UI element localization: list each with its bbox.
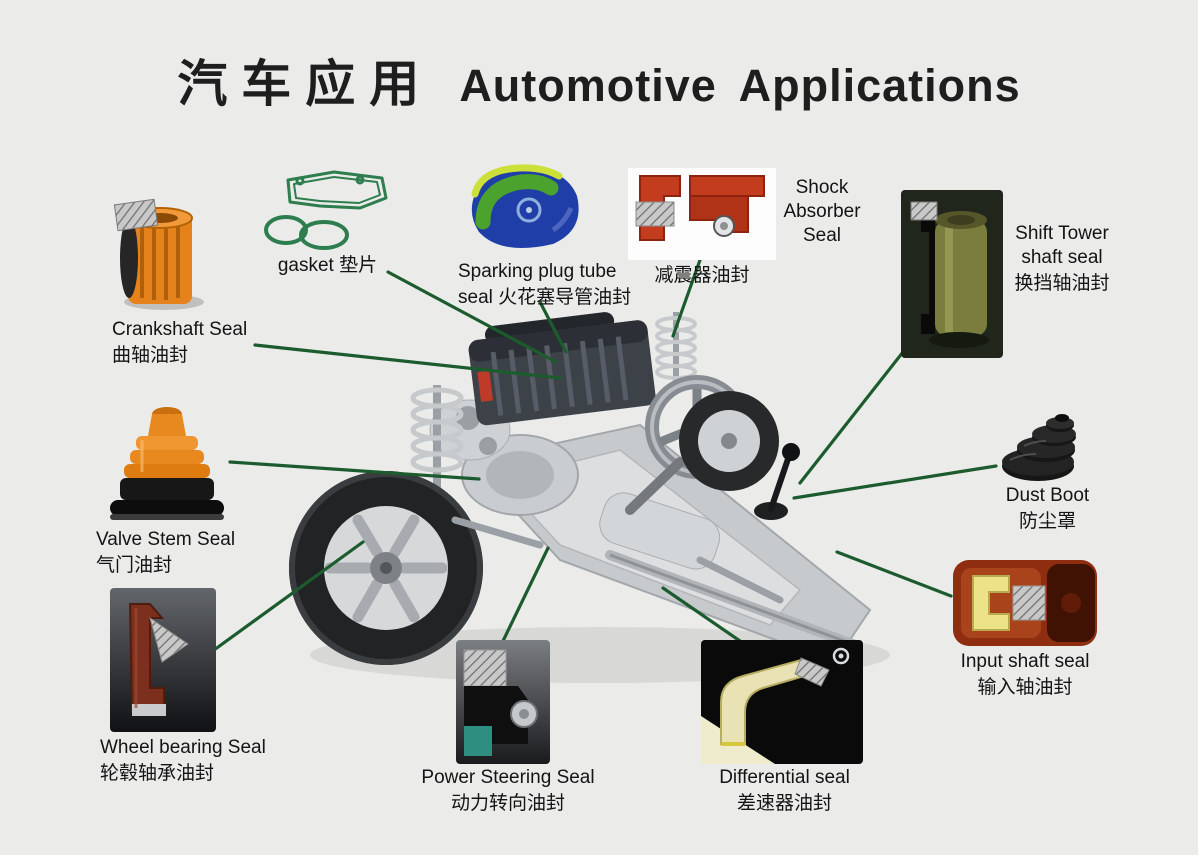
label-crankshaft-seal-zh: 曲轴油封: [112, 345, 189, 366]
label-input-shaft-seal: Input shaft seal 输入轴油封: [945, 650, 1105, 702]
chassis-illustration: [289, 312, 890, 683]
label-dust-boot: Dust Boot 防尘罩: [990, 484, 1105, 536]
label-sparking-plug-tube-seal: Sparking plug tube seal 火花塞导管油封: [458, 260, 658, 312]
connector-lines: [212, 258, 998, 652]
connector-gasket: [386, 270, 558, 364]
label-shock-zh: 减震器油封: [654, 265, 750, 286]
connector-dust-boot: [792, 464, 998, 500]
label-shift-en2: shaft seal: [1021, 247, 1103, 268]
dust-boot-image: [1002, 414, 1076, 481]
label-differential-en: Differential seal: [719, 767, 850, 788]
title-chinese: 汽车应用: [177, 56, 434, 112]
connector-shock-absorber-seal: [671, 258, 702, 338]
label-sparking-line1: Sparking plug tube: [458, 261, 617, 282]
input-shaft-seal-image: [953, 560, 1097, 646]
label-dust-zh: 防尘罩: [1018, 511, 1076, 532]
label-power-zh: 动力转向油封: [450, 793, 565, 814]
label-shock-en2: Absorber: [783, 201, 861, 222]
label-shock-absorber-seal-zh: 减震器油封: [628, 262, 776, 290]
shift-tower-shaft-seal-image: [901, 190, 1003, 358]
connector-valve-stem-seal: [228, 460, 481, 481]
connector-differential-seal: [661, 586, 742, 643]
label-valve-en: Valve Stem Seal: [96, 529, 236, 550]
label-shift-tower-shaft-seal: Shift Tower shaft seal 换挡轴油封: [1002, 222, 1122, 298]
label-shock-absorber-seal-en: Shock Absorber Seal: [772, 176, 872, 248]
label-shock-en1: Shock: [795, 177, 849, 198]
gasket-image: [264, 170, 388, 250]
valve-stem-seal-image: [110, 407, 224, 520]
connector-shift-tower-shaft-seal: [798, 350, 905, 485]
label-wheel-en: Wheel bearing Seal: [100, 737, 266, 758]
label-valve-zh: 气门油封: [96, 555, 173, 576]
label-shock-en3: Seal: [802, 225, 842, 246]
label-wheel-bearing-seal: Wheel bearing Seal 轮毂轴承油封: [100, 736, 290, 788]
gear-shifter: [754, 443, 800, 520]
label-shift-en1: Shift Tower: [1015, 223, 1109, 244]
label-gasket: gasket 垫片: [255, 254, 400, 278]
sparking-plug-tube-seal-image: [471, 164, 579, 248]
connector-wheel-bearing-seal: [212, 540, 365, 652]
connector-input-shaft-seal: [835, 550, 953, 598]
connector-sparking-plug-tube-seal: [538, 300, 568, 354]
crankshaft-seal-image: [113, 198, 204, 310]
label-wheel-zh: 轮毂轴承油封: [100, 763, 215, 784]
label-power-steering-seal: Power Steering Seal 动力转向油封: [418, 766, 598, 818]
rear-wheel: [679, 391, 779, 491]
wheel-bearing-seal-image: [110, 588, 216, 732]
label-dust-en: Dust Boot: [1005, 485, 1090, 506]
label-input-en: Input shaft seal: [960, 651, 1090, 672]
label-differential-seal: Differential seal 差速器油封: [692, 766, 877, 818]
connector-power-steering-seal: [501, 546, 550, 643]
engine-block: [468, 312, 656, 426]
page-title: 汽车应用 Automotive Applications: [0, 44, 1198, 116]
label-power-en: Power Steering Seal: [421, 767, 595, 788]
label-gasket-text: gasket 垫片: [277, 255, 378, 276]
label-crankshaft-seal: Crankshaft Seal 曲轴油封: [112, 318, 292, 370]
label-shift-zh: 换挡轴油封: [1014, 273, 1110, 294]
differential-seal-image: [701, 640, 863, 764]
power-steering-seal-image: [456, 640, 550, 764]
label-valve-stem-seal: Valve Stem Seal 气门油封: [96, 528, 266, 580]
label-crankshaft-seal-en: Crankshaft Seal: [112, 319, 248, 340]
connector-crankshaft-seal: [253, 343, 562, 380]
label-differential-zh: 差速器油封: [736, 793, 832, 814]
front-wheel: [289, 471, 483, 665]
shock-absorber-seal-image: [628, 168, 776, 260]
label-sparking-line2: seal 火花塞导管油封: [458, 287, 632, 308]
label-input-zh: 输入轴油封: [977, 677, 1073, 698]
title-english: Automotive Applications: [459, 60, 1021, 111]
